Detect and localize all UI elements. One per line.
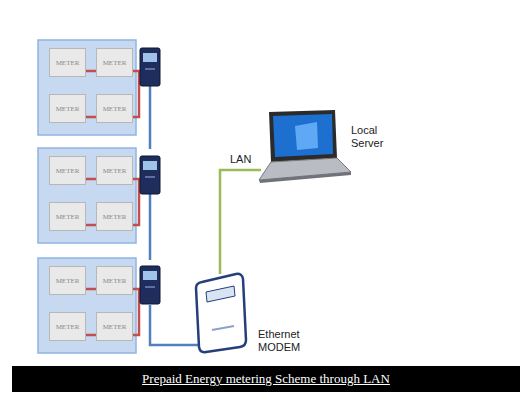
meter-label: METER [103, 167, 127, 175]
meter-box: METER [96, 312, 133, 341]
concentrators [140, 48, 160, 304]
ethernet-modem: Ethernet MODEM [190, 270, 315, 358]
meter-label: METER [56, 59, 80, 67]
meter-box: METER [96, 202, 133, 231]
meter-box: METER [96, 94, 133, 123]
caption-bar: Prepaid Energy metering Scheme through L… [12, 366, 520, 392]
concentrator-unit [140, 266, 160, 304]
meter-box: METER [49, 94, 86, 123]
meter-box: METER [96, 156, 133, 185]
meter-panels [38, 40, 136, 353]
meter-panel [38, 258, 136, 353]
meter-box: METER [49, 266, 86, 295]
meter-label: METER [103, 105, 127, 113]
meter-label: METER [103, 213, 127, 221]
local-server: Local Server [255, 108, 405, 190]
meter-label: METER [56, 167, 80, 175]
device-label: Local Server [351, 124, 395, 149]
meter-label: METER [103, 323, 127, 331]
connector-label: LAN [228, 153, 253, 165]
meter-box: METER [49, 312, 86, 341]
modem-vent [212, 326, 234, 330]
red-wire [133, 289, 139, 335]
meter-panel [38, 40, 136, 135]
meter-label: METER [56, 323, 80, 331]
meter-box: METER [49, 156, 86, 185]
device-label: Ethernet MODEM [258, 328, 310, 353]
meter-box: METER [96, 48, 133, 77]
blue-bus [150, 86, 200, 345]
meter-panel [38, 148, 136, 243]
red-wire [133, 179, 139, 225]
laptop-screen [273, 114, 333, 157]
meter-label: METER [56, 213, 80, 221]
meter-wire [86, 334, 96, 337]
concentrator-unit [140, 48, 160, 86]
concentrator-unit [140, 156, 160, 194]
caption-text: Prepaid Energy metering Scheme through L… [142, 371, 390, 387]
meter-wire [86, 224, 96, 227]
meter-wire [86, 178, 96, 181]
modem-body [196, 274, 246, 352]
laptop-edge [259, 172, 351, 183]
windows-logo [295, 122, 318, 150]
laptop-lid [269, 110, 337, 162]
red-wire [133, 71, 139, 117]
meter-box: METER [96, 266, 133, 295]
modem-display [206, 286, 235, 302]
bus-cable [150, 86, 200, 345]
meter-label: METER [56, 105, 80, 113]
meter-label: METER [103, 277, 127, 285]
meter-label: METER [103, 59, 127, 67]
lan-cable [220, 170, 261, 274]
meter-label: METER [56, 277, 80, 285]
meter-box: METER [49, 202, 86, 231]
meter-box: METER [49, 48, 86, 77]
meter-wire [86, 116, 96, 119]
meter-wire [86, 288, 96, 291]
meter-wire [86, 70, 96, 73]
laptop-icon [255, 108, 355, 190]
